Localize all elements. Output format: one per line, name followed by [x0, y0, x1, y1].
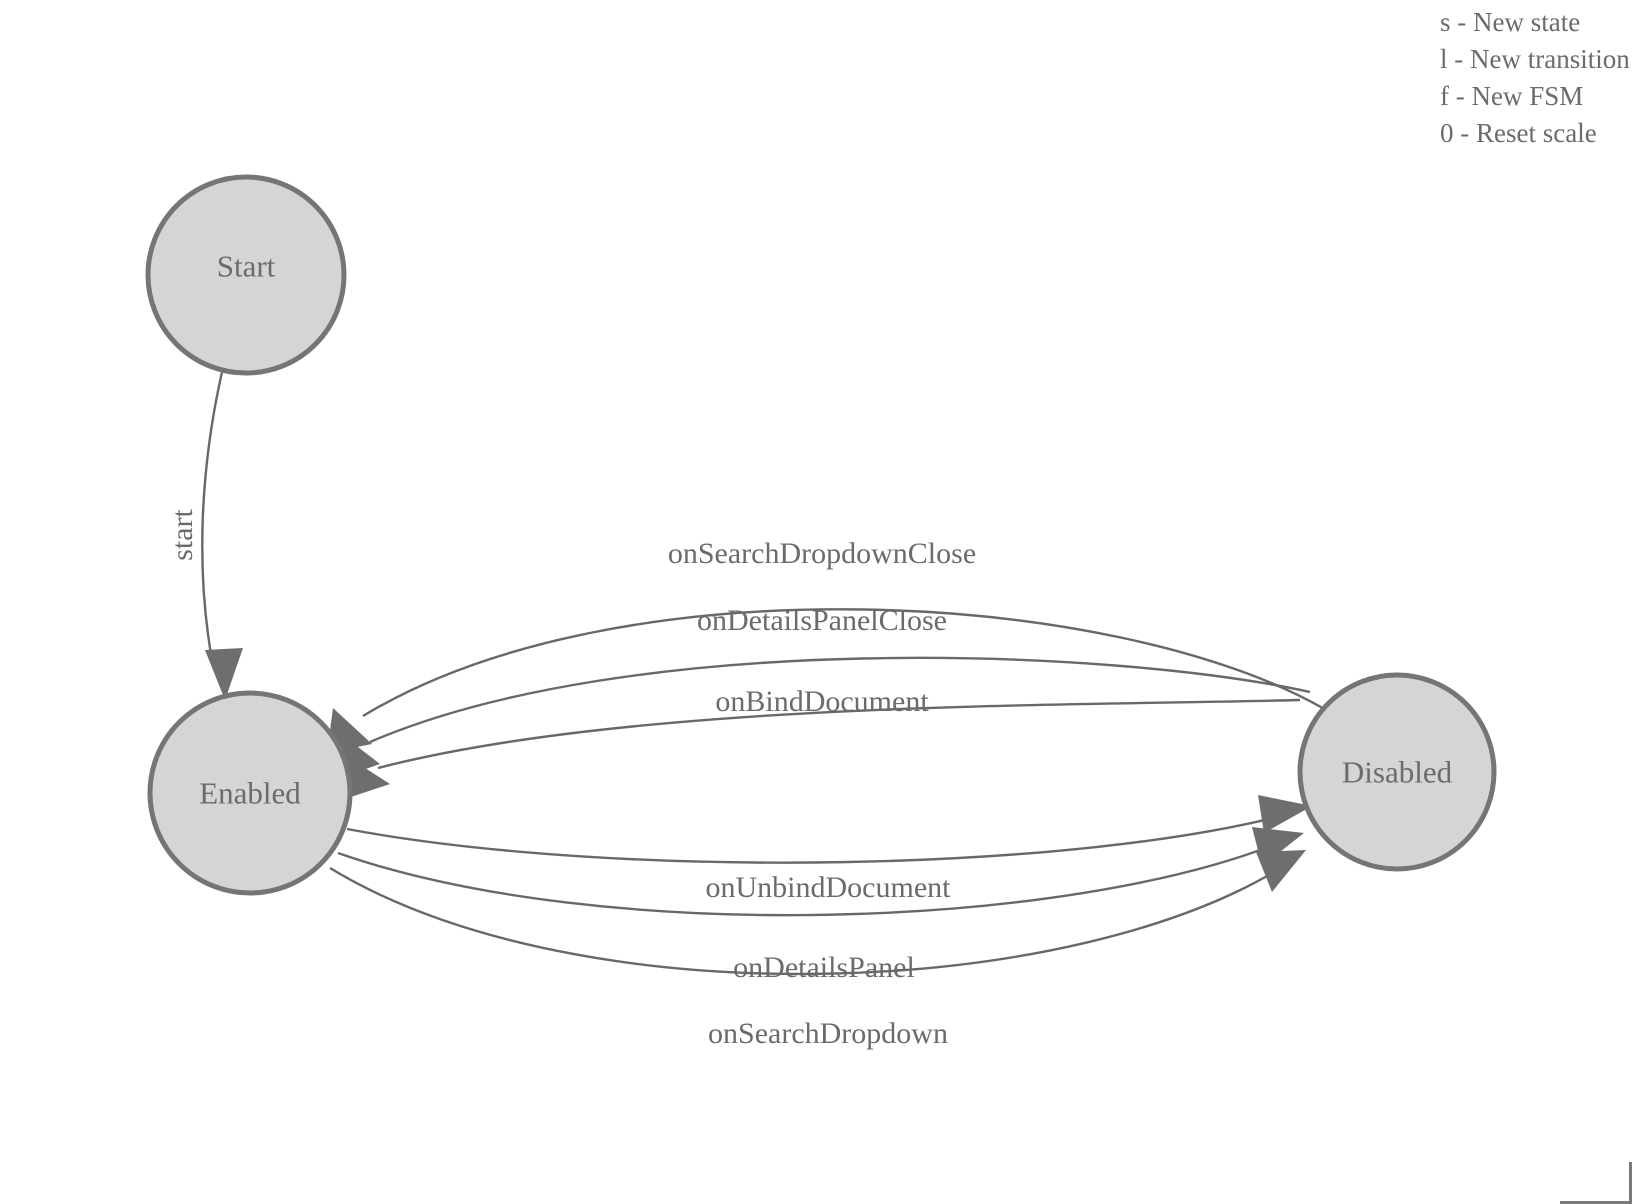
edge-path-onDetailsPanelClose	[369, 656, 1311, 744]
node-enabled-label: Enabled	[199, 776, 301, 811]
node-enabled[interactable]: Enabled	[147, 690, 353, 896]
node-start-label: Start	[217, 249, 276, 284]
edge-arrowhead-start	[205, 648, 243, 700]
node-disabled-circle	[1297, 672, 1497, 872]
node-disabled-label: Disabled	[1342, 755, 1453, 790]
edge-onUnbindDocument[interactable]: onUnbindDocument	[346, 795, 1312, 904]
node-disabled[interactable]: Disabled	[1297, 672, 1497, 872]
edge-label-start: start	[166, 509, 199, 561]
edge-onDetailsPanel[interactable]: onDetailsPanel	[337, 827, 1304, 984]
edge-label-onBindDocument: onBindDocument	[715, 685, 929, 718]
edge-arrowhead-onUnbindDocument	[1258, 795, 1312, 833]
edge-onBindDocument[interactable]: onBindDocument	[345, 685, 1301, 799]
edge-path-onDetailsPanel	[337, 838, 1287, 917]
edge-label-onUnbindDocument: onUnbindDocument	[706, 871, 952, 904]
edge-label-onDetailsPanel: onDetailsPanel	[733, 951, 915, 984]
edge-path-onBindDocument	[377, 698, 1301, 770]
edge-label-onSearchDropdown: onSearchDropdown	[708, 1017, 948, 1050]
edge-arrowhead-onSearchDropdown	[1256, 850, 1306, 892]
node-start-circle	[145, 174, 347, 376]
edge-onSearchDropdownClose[interactable]: onSearchDropdownClose	[327, 537, 1327, 753]
edge-label-onSearchDropdownClose: onSearchDropdownClose	[668, 537, 976, 570]
edge-path-onSearchDropdown	[329, 860, 1291, 976]
edge-start-to-enabled[interactable]: start	[166, 371, 243, 700]
edge-onSearchDropdown[interactable]: onSearchDropdown	[329, 850, 1306, 1050]
edge-label-onDetailsPanelClose: onDetailsPanelClose	[697, 604, 947, 637]
node-start[interactable]: Start	[145, 174, 347, 376]
edge-path-onUnbindDocument	[346, 810, 1297, 864]
edge-arrowhead-onBindDocument	[345, 757, 390, 799]
edge-path-onSearchDropdownClose	[362, 608, 1327, 718]
edge-path-start	[201, 371, 224, 661]
node-enabled-circle	[147, 690, 353, 896]
